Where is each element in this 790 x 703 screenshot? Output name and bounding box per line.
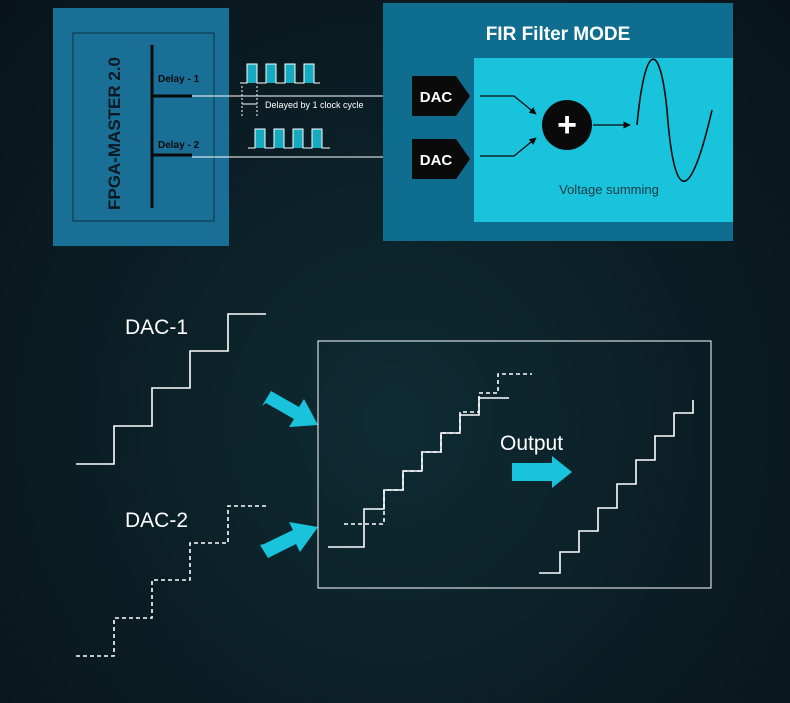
output-label: Output xyxy=(500,432,563,455)
dac-1-label: DAC-1 xyxy=(125,316,188,339)
summing-label: Voltage summing xyxy=(559,182,659,197)
output-staircase xyxy=(539,400,694,574)
dac-block-2 xyxy=(412,139,470,179)
pulse-train-2 xyxy=(248,128,330,149)
delay-note: Delayed by 1 clock cycle xyxy=(265,100,364,110)
dac-block-1 xyxy=(412,76,470,116)
summing-area xyxy=(474,58,733,222)
fpga-title: FPGA-MASTER 2.0 xyxy=(105,57,124,210)
combined-dashed-staircase xyxy=(344,373,532,525)
dac-1-text: DAC xyxy=(420,89,453,106)
sine-wave-icon xyxy=(636,58,713,182)
arrow-icon-lower xyxy=(260,522,318,558)
fir-title: FIR Filter MODE xyxy=(486,24,631,45)
dac-2-text: DAC xyxy=(420,152,453,169)
arrow-icon-upper xyxy=(262,391,318,427)
fpga-panel: FPGA-MASTER 2.0 Delay - 1 Delay - 2 xyxy=(53,8,229,246)
fir-panel: FIR Filter MODE DAC DAC + Voltage summin… xyxy=(383,3,733,241)
delay-1-label: Delay - 1 xyxy=(158,74,200,85)
dac-2-label: DAC-2 xyxy=(125,509,188,532)
combined-solid-staircase xyxy=(328,397,509,548)
summing-node xyxy=(542,100,592,150)
plus-symbol: + xyxy=(557,106,577,144)
delay-2-label: Delay - 2 xyxy=(158,140,200,151)
combination-box xyxy=(317,340,712,589)
dac-1-staircase xyxy=(76,313,266,465)
dac-2-staircase xyxy=(76,505,266,657)
output-arrow-icon xyxy=(512,456,572,488)
pulse-train-1: Delayed by 1 clock cycle xyxy=(240,63,364,116)
